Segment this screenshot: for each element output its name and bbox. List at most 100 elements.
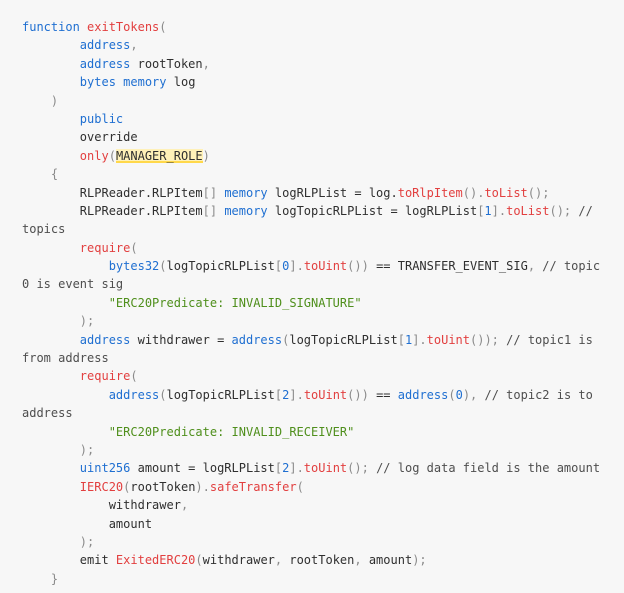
code-token: } [50,571,59,586]
code-token: 2 [282,461,290,476]
code-line: RLPReader.RLPItem[] memory logRLPList = … [22,184,624,202]
code-token: (); [549,203,572,218]
code-token: from address [22,351,109,366]
code-token: ); [79,442,95,457]
code-token: ); [79,314,95,329]
code-line: topics [22,220,624,238]
code-token: [ [477,203,485,218]
code-token: ( [159,387,167,402]
code-token: address [79,56,131,71]
code-token: toList [484,185,528,200]
code-token [22,572,51,586]
code-token [22,149,80,163]
code-token: toList [506,203,550,218]
code-token [22,369,80,383]
code-token: "ERC20Predicate: INVALID_SIGNATURE" [108,295,362,310]
code-token: ( [448,387,456,402]
code-token: (). [462,185,485,200]
code-token: (); [527,185,550,200]
highlighted-token: MANAGER_ROLE [115,148,203,163]
code-token: only [79,148,109,163]
code-token: ( [108,148,116,163]
code-token: ); [79,534,95,549]
code-token: function [22,20,80,34]
code-token: rootToken [130,479,196,494]
code-token: toRlpItem [397,185,463,200]
code-token: // [578,203,593,218]
code-token: , [527,259,536,274]
code-token: logTopicRLPList = logRLPList [267,203,478,218]
code-token [22,241,80,255]
code-token: 1 [404,332,413,347]
code-token: uint256 [79,461,131,476]
code-token: ()) [347,259,369,274]
code-token: [] [202,185,218,200]
code-token: ) [50,93,59,108]
code-token [22,112,80,126]
code-line: ); [22,533,624,551]
code-token: exitTokens [87,20,160,34]
code-token [22,296,109,310]
code-token: ). [195,479,210,494]
code-token: logTopicRLPList [166,387,275,402]
code-token: toUint [426,332,470,347]
code-token: public [79,111,124,126]
code-token: RLPReader.RLPItem [22,203,203,218]
code-token: 1 [484,203,492,218]
code-token: logTopicRLPList [289,332,398,347]
code-line: public [22,110,624,128]
code-token: logRLPList = log. [267,185,398,200]
code-token: require [79,240,131,255]
code-line: function exitTokens( [22,18,624,36]
code-token [22,167,51,181]
code-token: ]. [289,387,304,402]
code-token: 2 [282,387,290,402]
code-token: override [79,130,138,145]
code-token: (); [347,461,369,476]
code-token [22,333,80,347]
code-token [22,480,80,494]
code-token [22,259,109,273]
code-token: == [368,387,398,402]
code-token: 0 [282,259,290,274]
code-token: ( [282,332,290,347]
code-token: , [202,56,210,71]
code-token: ]. [491,203,507,218]
code-line: only(MANAGER_ROLE) [22,147,624,165]
code-token: ExitedERC20 [115,553,196,568]
code-token [22,443,80,457]
code-line: address [22,404,624,422]
code-line: withdrawer, [22,496,624,514]
code-token: RLPReader.RLPItem [22,185,203,200]
code-token: ( [195,553,203,568]
code-line: ); [22,441,624,459]
code-token: logTopicRLPList [166,259,275,274]
code-token: toUint [303,387,348,402]
code-token: address [397,387,449,402]
code-token: , [180,498,189,513]
code-token: // log data field is the amount [376,461,601,476]
code-token: 0 is event sig [22,277,124,292]
code-token [22,461,80,475]
code-token [22,553,80,567]
code-token: == TRANSFER_EVENT_SIG [368,259,528,274]
code-token: ( [123,479,131,494]
code-line: 0 is event sig [22,275,624,293]
code-token: IERC20 [79,479,124,494]
code-token: , [130,38,138,53]
code-token: // topic1 is [506,332,593,347]
code-token: bytes [79,75,116,90]
code-token: require [79,369,131,384]
code-line: } [22,570,624,588]
code-token: rootToken [130,56,203,71]
code-line: RLPReader.RLPItem[] memory logTopicRLPLi… [22,202,624,220]
code-token [22,38,80,52]
code-line: address(logTopicRLPList[2].toUint()) == … [22,386,624,404]
code-token: ); [412,553,427,568]
code-line: emit ExitedERC20(withdrawer, rootToken, … [22,551,624,569]
code-line: bytes32(logTopicRLPList[0].toUint()) == … [22,257,624,275]
code-token [22,57,80,71]
code-token: withdrawer [202,553,275,568]
code-token: ( [130,240,138,255]
code-token: [ [274,461,283,476]
